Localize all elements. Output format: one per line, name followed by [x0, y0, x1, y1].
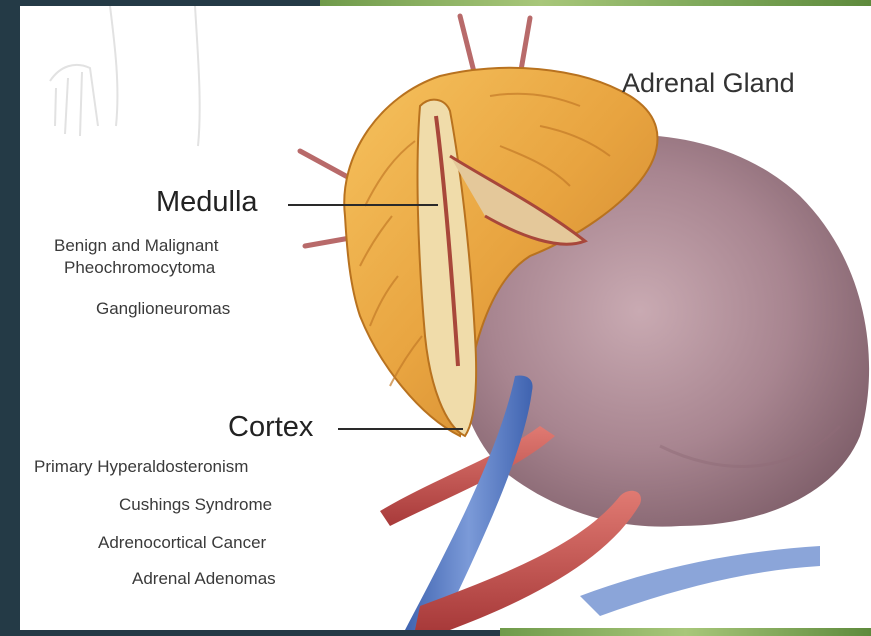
cortex-condition: Primary Hyperaldosteronism [34, 457, 248, 477]
diagram-title: Adrenal Gland [622, 68, 795, 99]
diagram-panel: Adrenal Gland Medulla Benign and Maligna… [20, 6, 871, 630]
accent-strip-bottom [500, 628, 871, 636]
cortex-condition: Adrenocortical Cancer [98, 533, 266, 553]
medulla-heading: Medulla [156, 186, 258, 219]
medulla-condition: Benign and Malignant [54, 236, 218, 256]
lower-vein [580, 546, 820, 616]
cortex-heading: Cortex [228, 411, 313, 444]
cortex-condition: Adrenal Adenomas [132, 569, 276, 589]
medulla-leader-line [288, 204, 438, 206]
cortex-condition: Cushings Syndrome [119, 495, 272, 515]
cortex-leader-line [338, 428, 463, 430]
medulla-condition: Ganglioneuromas [96, 299, 230, 319]
medulla-condition: Pheochromocytoma [64, 258, 215, 278]
hand-sketch [50, 6, 200, 146]
